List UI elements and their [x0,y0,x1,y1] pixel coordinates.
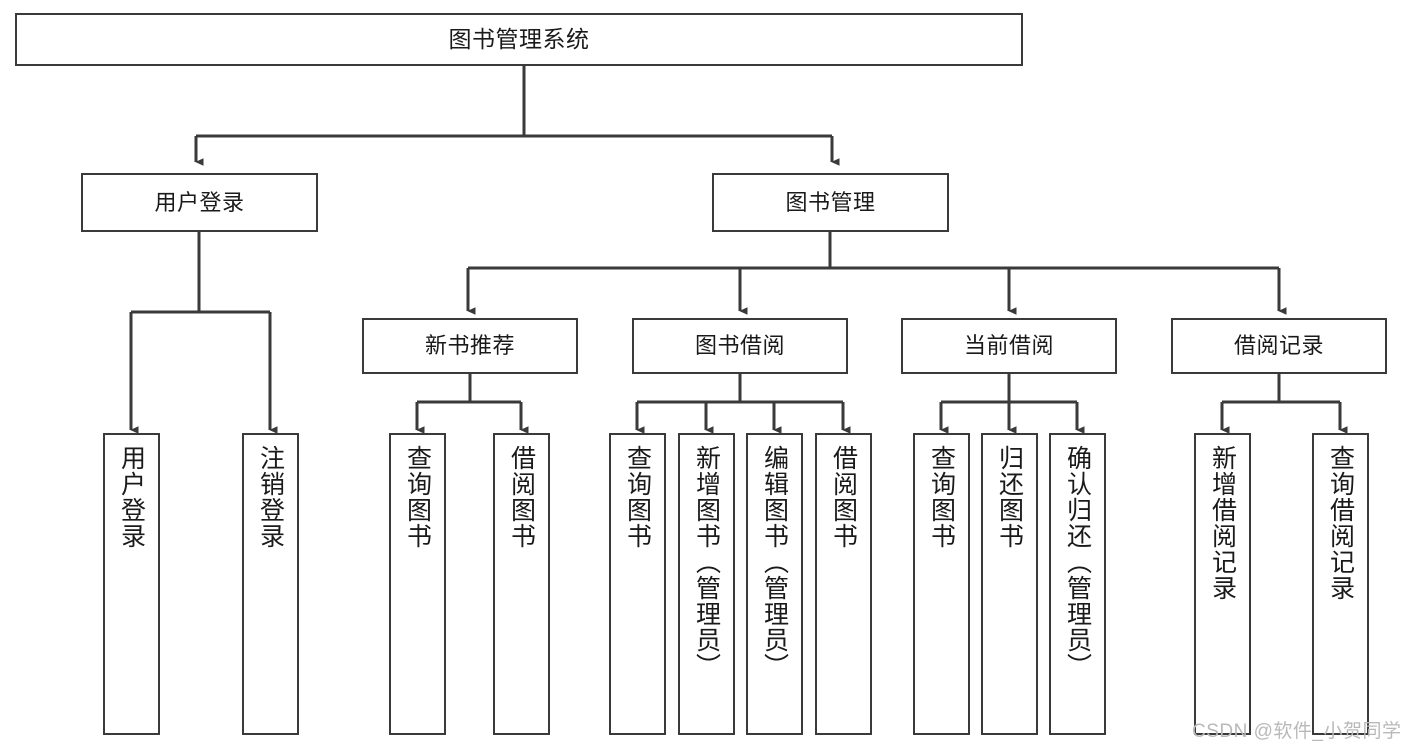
node-current-borrow[interactable]: 当前借阅 [901,318,1117,374]
leaf-query-book-1-label: 查询图书 [403,445,432,549]
leaf-logout-label: 注销登录 [256,445,285,549]
leaf-logout[interactable]: 注销登录 [242,433,299,735]
leaf-add-borrow-record[interactable]: 新增借阅记录 [1194,433,1251,735]
node-current-borrow-label: 当前借阅 [963,333,1054,358]
node-new-book-recommend[interactable]: 新书推荐 [362,318,578,374]
node-book-manage[interactable]: 图书管理 [712,173,949,232]
node-root[interactable]: 图书管理系统 [15,13,1023,66]
csdn-watermark: CSDN @软件_小贺同学 [1192,721,1402,742]
leaf-edit-book-label: 编辑图书（管理员） [760,445,789,679]
leaf-query-book-2-label: 查询图书 [623,445,652,549]
node-book-borrow[interactable]: 图书借阅 [632,318,848,374]
leaf-confirm-return-label: 确认归还（管理员） [1063,445,1092,679]
leaf-add-book[interactable]: 新增图书（管理员） [678,433,735,735]
leaf-borrow-book-1-label: 借阅图书 [507,445,536,549]
leaf-query-borrow-record-label: 查询借阅记录 [1326,445,1355,601]
leaf-add-borrow-record-label: 新增借阅记录 [1208,445,1237,601]
node-borrow-record[interactable]: 借阅记录 [1171,318,1387,374]
leaf-query-book-1[interactable]: 查询图书 [389,433,446,735]
leaf-return-book[interactable]: 归还图书 [981,433,1038,735]
leaf-user-login-label: 用户登录 [117,445,146,549]
node-new-book-recommend-label: 新书推荐 [424,333,515,358]
leaf-borrow-book-2-label: 借阅图书 [829,445,858,549]
leaf-query-book-3-label: 查询图书 [927,445,956,549]
node-user-login-label: 用户登录 [154,189,245,215]
node-book-borrow-label: 图书借阅 [694,333,785,358]
leaf-query-book-2[interactable]: 查询图书 [609,433,666,735]
leaf-borrow-book-2[interactable]: 借阅图书 [815,433,872,735]
node-borrow-record-label: 借阅记录 [1233,333,1324,358]
node-book-manage-label: 图书管理 [785,189,876,215]
leaf-edit-book[interactable]: 编辑图书（管理员） [746,433,803,735]
leaf-query-borrow-record[interactable]: 查询借阅记录 [1312,433,1369,735]
node-root-label: 图书管理系统 [448,26,590,52]
node-user-login[interactable]: 用户登录 [81,173,318,232]
leaf-query-book-3[interactable]: 查询图书 [913,433,970,735]
leaf-confirm-return[interactable]: 确认归还（管理员） [1049,433,1106,735]
leaf-add-book-label: 新增图书（管理员） [692,445,721,679]
leaf-user-login[interactable]: 用户登录 [103,433,160,735]
leaf-borrow-book-1[interactable]: 借阅图书 [493,433,550,735]
leaf-return-book-label: 归还图书 [995,445,1024,549]
